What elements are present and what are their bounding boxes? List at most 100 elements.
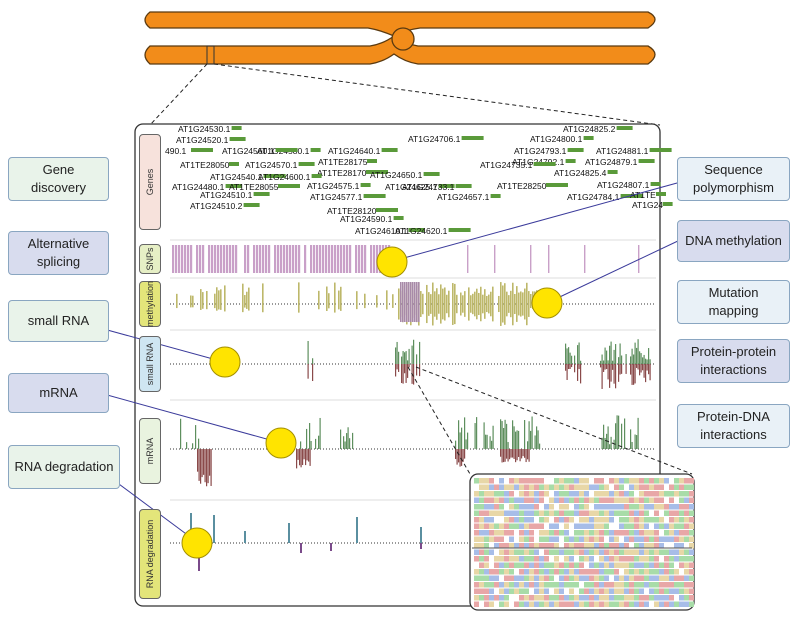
read-base (564, 497, 569, 503)
read-base (484, 530, 489, 536)
read-base (659, 530, 664, 536)
read-base (494, 569, 499, 575)
mrna-bar (352, 432, 354, 449)
read-base (679, 497, 684, 503)
mrna-bar (636, 435, 638, 449)
read-base (604, 484, 609, 490)
gene-model (298, 162, 315, 166)
mrna-bar (527, 441, 529, 449)
mrna-bar (512, 420, 514, 449)
read-base (514, 491, 519, 497)
read-base (479, 569, 484, 575)
read-base (569, 510, 574, 516)
read-base (614, 562, 619, 568)
label-mrna: mRNA (8, 373, 109, 413)
methylation-bar (442, 288, 444, 320)
mrna-bar (507, 449, 509, 462)
read-base (524, 504, 529, 510)
read-base (509, 517, 514, 523)
mrna-bar (203, 449, 205, 475)
read-base (614, 543, 619, 549)
snp-bar (181, 245, 184, 273)
read-base (689, 595, 694, 601)
mrna-bar (604, 437, 606, 449)
snp-bar (196, 245, 199, 273)
methylation-bar (216, 287, 218, 311)
small-rna-bar (569, 352, 571, 364)
small-rna-bar (566, 364, 568, 380)
mrna-bar (458, 420, 460, 449)
read-base (669, 530, 674, 536)
read-base (544, 569, 549, 575)
mrna-bar (206, 449, 208, 487)
read-base (609, 595, 614, 601)
read-base (599, 549, 604, 555)
read-base (504, 523, 509, 529)
read-base (679, 601, 684, 607)
read-base (594, 569, 599, 575)
read-base (494, 595, 499, 601)
mrna-bar (489, 436, 491, 449)
read-base (679, 504, 684, 510)
read-base (639, 575, 644, 581)
read-base (594, 478, 599, 484)
read-base (649, 497, 654, 503)
read-base (679, 575, 684, 581)
read-base (529, 543, 534, 549)
read-base (509, 575, 514, 581)
methylation-bar (478, 292, 480, 316)
mrna-bar (198, 449, 200, 481)
read-base (524, 575, 529, 581)
read-base (529, 517, 534, 523)
read-base (479, 601, 484, 607)
methylation-bar (516, 286, 518, 322)
mrna-bar (522, 449, 524, 457)
mrna-bar (504, 419, 506, 449)
read-base (594, 517, 599, 523)
mrna-track (180, 415, 639, 487)
read-base (649, 569, 654, 575)
read-base (519, 601, 524, 607)
small-rna-bar (307, 340, 309, 364)
yellow-markers (181, 246, 563, 559)
read-base (679, 562, 684, 568)
read-base (604, 549, 609, 555)
read-base (689, 523, 694, 529)
read-base (534, 536, 539, 542)
read-base (579, 549, 584, 555)
mrna-bar (455, 440, 457, 449)
mrna-bar (455, 449, 457, 460)
read-base (574, 504, 579, 510)
read-base (504, 478, 509, 484)
read-base (649, 530, 654, 536)
read-base (684, 549, 689, 555)
read-base (619, 536, 624, 542)
read-base (534, 504, 539, 510)
read-base (524, 556, 529, 562)
read-base (609, 510, 614, 516)
small-rna-bar (398, 364, 400, 372)
gene-label: AT1G24706.1 (408, 134, 461, 144)
read-base (609, 601, 614, 607)
mrna-bar (459, 449, 461, 467)
read-base (549, 536, 554, 542)
read-base (479, 517, 484, 523)
read-base (684, 562, 689, 568)
read-base (659, 497, 664, 503)
read-base (674, 562, 679, 568)
methylation-bar (398, 288, 400, 320)
read-base (659, 575, 664, 581)
label-protein-dna: Protein-DNA interactions (677, 404, 790, 448)
mrna-bar (486, 434, 488, 449)
read-base (514, 601, 519, 607)
mrna-bar (302, 449, 304, 466)
methylation-bar (512, 282, 514, 326)
gene-label: AT1G24520.1 (176, 135, 229, 145)
read-base (584, 523, 589, 529)
mrna-bar (204, 449, 206, 483)
read-base (479, 504, 484, 510)
read-base (514, 510, 519, 516)
read-base (509, 536, 514, 542)
read-base (479, 595, 484, 601)
read-base (549, 556, 554, 562)
